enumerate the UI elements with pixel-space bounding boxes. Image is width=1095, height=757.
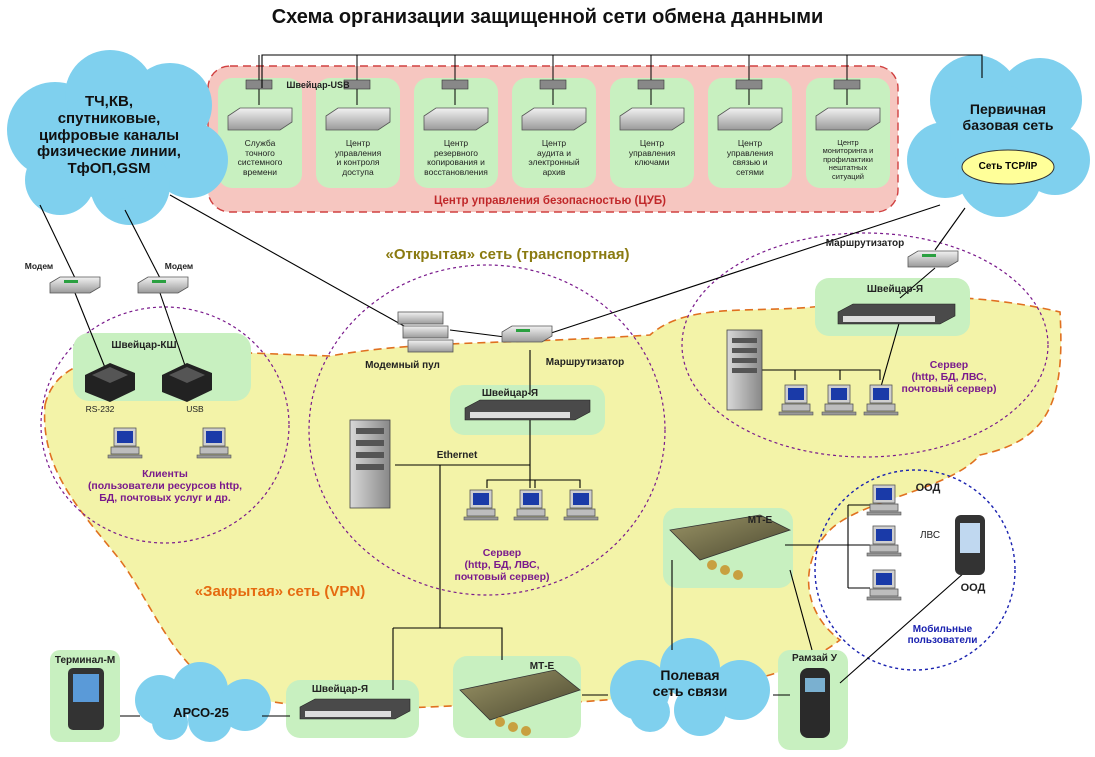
modem-left-label: Модем [24,261,54,271]
open-network-label: «Открытая» сеть (транспортная) [385,246,630,263]
ood-bottom-label: ООД [960,582,986,594]
pda-device [955,515,985,575]
center-zone-circle [308,264,666,596]
cub-unit-device [619,107,685,131]
clients-label: Клиенты (пользователи ресурсов http, БД,… [87,468,243,504]
tcpip-ellipse [961,149,1055,185]
switch-center-label: Швейцар-Я [481,388,539,399]
terminal-device [68,668,104,730]
field-network-cloud [610,638,770,736]
terminal-label: Терминал-М [54,655,116,666]
mt-e-bottom-device [459,669,581,736]
closed-network-label: «Закрытая» сеть (VPN) [194,583,366,600]
primary-network-cloud [907,55,1090,217]
router-center-device [501,325,553,343]
server-tower-right [726,329,763,411]
cub-unit-device [815,107,881,131]
cub-unit-switch [245,79,273,90]
cub-unit-device [423,107,489,131]
ood-pc-2 [866,525,902,557]
server-tower-center [349,419,391,509]
cub-unit-switch [441,79,469,90]
cub-unit-box [414,78,498,188]
apco-label: АРСО-25 [173,705,229,720]
server-right-label: Сервер (http, БД, ЛВС, почтовый сервер) [901,359,997,395]
modem-pool-label: Модемный пул [365,360,440,371]
switch-right-label: Швейцар-Я [866,284,924,295]
cub-unit-box [218,78,302,188]
switch-bottom-label: Швейцар-Я [311,684,369,695]
channels-cloud-label: ТЧ,КВ, спутниковые, цифровые каналы физи… [37,93,181,178]
cub-unit-switch [735,79,763,90]
mt-e-top-device [669,514,792,580]
router-center-label: Маршрутизатор [545,357,625,368]
channels-cloud [7,50,228,225]
cub-unit-label: Центр мониторинга и профилактики нештатн… [822,138,874,181]
switch-right-device [837,303,956,325]
cub-unit-label: Центр резервного копирования и восстанов… [424,138,488,177]
primary-network-label: Первичная базовая сеть [962,101,1054,133]
cub-unit-box [512,78,596,188]
router-right-device [907,250,959,268]
cub-unit-box [708,78,792,188]
usb-label: USB [186,404,204,414]
mobile-users-label: Мобильные пользователи [907,624,978,647]
apco-cloud [135,662,271,742]
connection-lines [39,54,983,717]
field-network-label: Полевая сеть связи [652,667,728,699]
right-zone-circle [681,232,1049,458]
mobile-zone-circle [814,469,1016,671]
cub-unit-device [325,107,391,131]
cub-unit-label: Центр управления и контроля доступа [334,138,382,177]
cub-unit-switch [539,79,567,90]
modem-pool-device [397,311,454,353]
switch-center-device [464,399,591,421]
mt-e-top-label: МТ-Е [747,515,773,526]
cub-unit-label: Центр управления связью и сетями [726,138,774,177]
ramzai-label: Рамзай У [792,653,837,664]
modem-right-device [137,276,189,294]
cub-switch-label: Швейцар-USB [286,80,350,90]
ood-pc-3 [866,569,902,601]
cub-unit-label: Центр аудита и электронный архив [528,138,580,177]
ramzai-phone-device [800,668,830,738]
ethernet-label: Ethernet [436,450,478,461]
cub-unit-label: Служба точного системного времени [237,138,283,177]
cub-unit-box [316,78,400,188]
cub-unit-box [806,78,890,188]
cub-unit-switch [833,79,861,90]
server-center-label: Сервер (http, БД, ЛВС, почтовый сервер) [454,547,550,583]
switch-ksh-usb-device [162,363,212,402]
cub-unit-box [610,78,694,188]
modem-left-device [49,276,101,294]
cub-label: Центр управления безопасностью (ЦУБ) [434,195,666,207]
cub-unit-device [227,107,293,131]
cub-unit-switch [637,79,665,90]
cub-unit-device [717,107,783,131]
switch-ksh-rs232-device [85,363,135,402]
rs232-label: RS-232 [85,404,115,414]
mt-e-bottom-label: МТ-Е [529,661,555,672]
cub-unit-label: Центр управления ключами [628,138,676,168]
tcpip-label: Сеть TCP/IP [978,161,1038,172]
modem-right-label: Модем [164,261,194,271]
switch-bottom-device [299,698,411,720]
lvs-label: ЛВС [919,530,941,541]
router-right-label: Маршрутизатор [825,238,905,249]
ood-top-label: ООД [915,482,941,494]
switch-ksh-label: Швейцар-КШ [111,340,177,351]
cub-unit-device [521,107,587,131]
page-title: Схема организации защищенной сети обмена… [271,6,824,28]
